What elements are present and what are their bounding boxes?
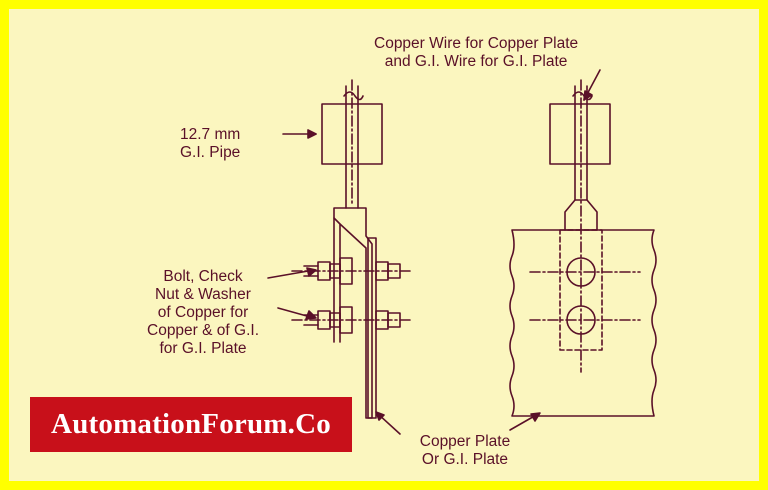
bolt-label-line: Nut & Washer [155,286,251,303]
right-bolt-hole-lower [566,305,596,335]
wire-label-line: and G.I. Wire for G.I. Plate [384,53,568,70]
left-pipe [321,103,383,165]
pipe-label-line: 12.7 mm [180,126,241,143]
right-pipe [549,103,611,165]
pipe-label: 12.7 mm G.I. Pipe [180,126,240,162]
plate-label-line: Or G.I. Plate [421,451,509,468]
right-bolt-hole-upper [566,257,596,287]
right-plate [509,229,657,417]
bolt-label-line: Bolt, Check [163,268,243,285]
bolt-label-line: of Copper for [157,304,249,321]
bolt-label-line: Copper & of G.I. [147,322,259,339]
bolt-label-line: for G.I. Plate [159,340,247,357]
brand-watermark: AutomationForum.Co [30,397,352,452]
wire-label-line: Copper Wire for Copper Plate [374,35,579,52]
wire-label: Copper Wire for Copper Plate and G.I. Wi… [374,35,578,71]
plate-label: Copper Plate Or G.I. Plate [395,433,535,469]
right-lug-hidden [559,229,603,351]
bolt-label: Bolt, Check Nut & Washer of Copper for C… [108,268,298,358]
plate-label-line: Copper Plate [419,433,511,450]
bolt-leader-upper [267,269,315,279]
pipe-label-line: G.I. Pipe [180,144,241,161]
left-wire-break [343,91,364,101]
